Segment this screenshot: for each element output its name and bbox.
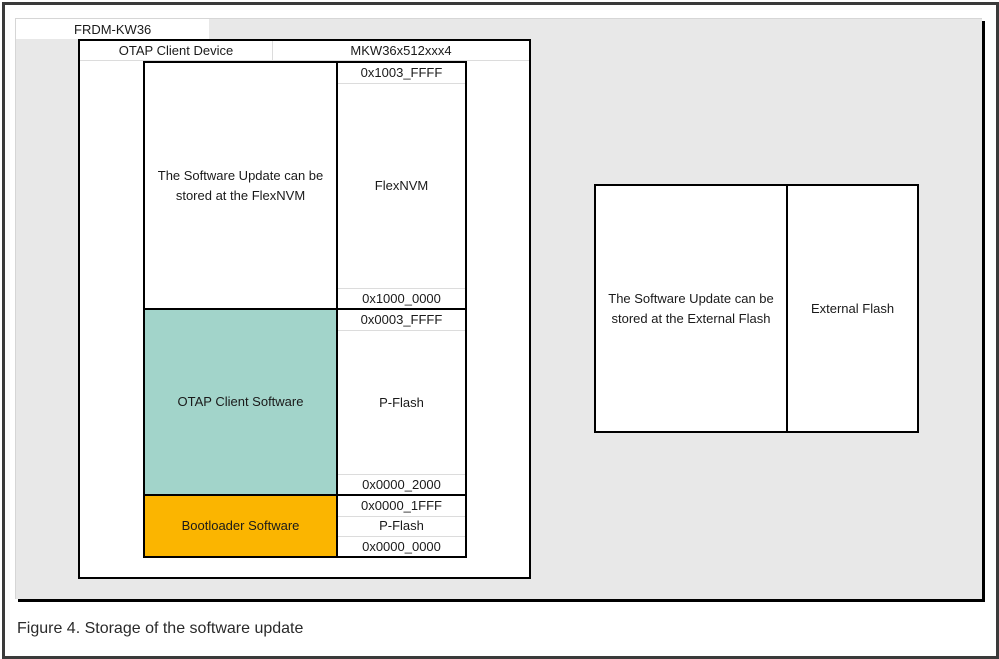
device-role-label: OTAP Client Device xyxy=(80,41,273,61)
device-header-row xyxy=(80,41,529,61)
external-flash-box xyxy=(594,184,919,433)
region-bootloader-description-text: Bootloader Software xyxy=(181,518,300,533)
region-otap-start-address: 0x0000_2000 xyxy=(338,474,465,495)
region-bootloader-start-address: 0x0000_0000 xyxy=(338,536,465,557)
region-otap-memory-type-text: P-Flash xyxy=(379,394,424,410)
region-otap-end-address: 0x0003_FFFF xyxy=(338,310,465,331)
external-flash-description: The Software Update can be stored at the… xyxy=(596,186,788,431)
region-otap-description: OTAP Client Software xyxy=(143,308,338,496)
region-bootloader-map: 0x0000_1FFF P-Flash 0x0000_0000 xyxy=(336,494,467,558)
region-bootloader-description: Bootloader Software xyxy=(143,494,338,558)
region-flexnvm-memory-type: FlexNVM xyxy=(338,84,465,288)
external-flash-label-text: External Flash xyxy=(810,301,895,316)
region-otap-memory-type: P-Flash xyxy=(338,331,465,474)
board-label: FRDM-KW36 xyxy=(74,22,152,37)
region-flexnvm-description-text: The Software Update can be stored at the… xyxy=(157,167,324,203)
external-flash-description-text: The Software Update can be stored at the… xyxy=(608,290,774,326)
figure-caption: Figure 4. Storage of the software update xyxy=(17,620,304,637)
region-otap-map: 0x0003_FFFF P-Flash 0x0000_2000 xyxy=(336,308,467,496)
region-flexnvm-end-address: 0x1003_FFFF xyxy=(338,63,465,84)
region-flexnvm-map: 0x1003_FFFF FlexNVM 0x1000_0000 xyxy=(336,61,467,310)
board-tab xyxy=(16,19,209,39)
region-flexnvm-memory-type-text: FlexNVM xyxy=(374,178,429,193)
external-flash-label: External Flash xyxy=(788,186,917,431)
region-bootloader-end-address: 0x0000_1FFF xyxy=(338,496,465,517)
region-otap-description-text: OTAP Client Software xyxy=(177,394,304,409)
region-flexnvm-description: The Software Update can be stored at the… xyxy=(143,61,338,310)
device-part-number: MKW36x512xxx4 xyxy=(350,43,452,58)
region-flexnvm-start-address: 0x1000_0000 xyxy=(338,288,465,309)
region-bootloader-memory-type: P-Flash xyxy=(379,518,424,533)
